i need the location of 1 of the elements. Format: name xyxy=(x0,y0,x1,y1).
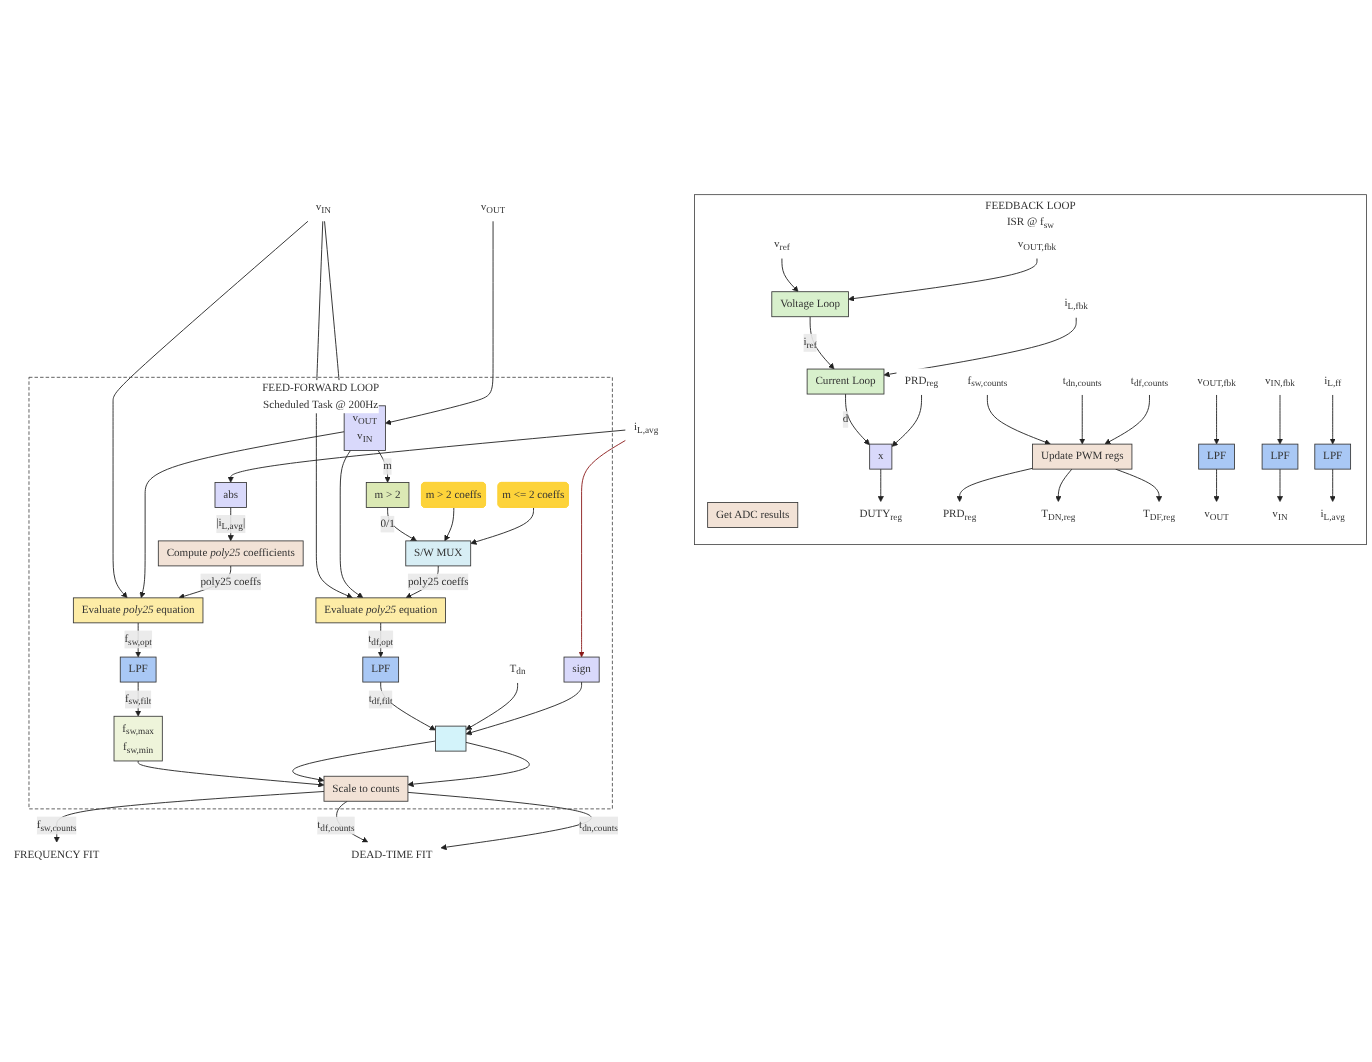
node-box xyxy=(435,725,467,752)
